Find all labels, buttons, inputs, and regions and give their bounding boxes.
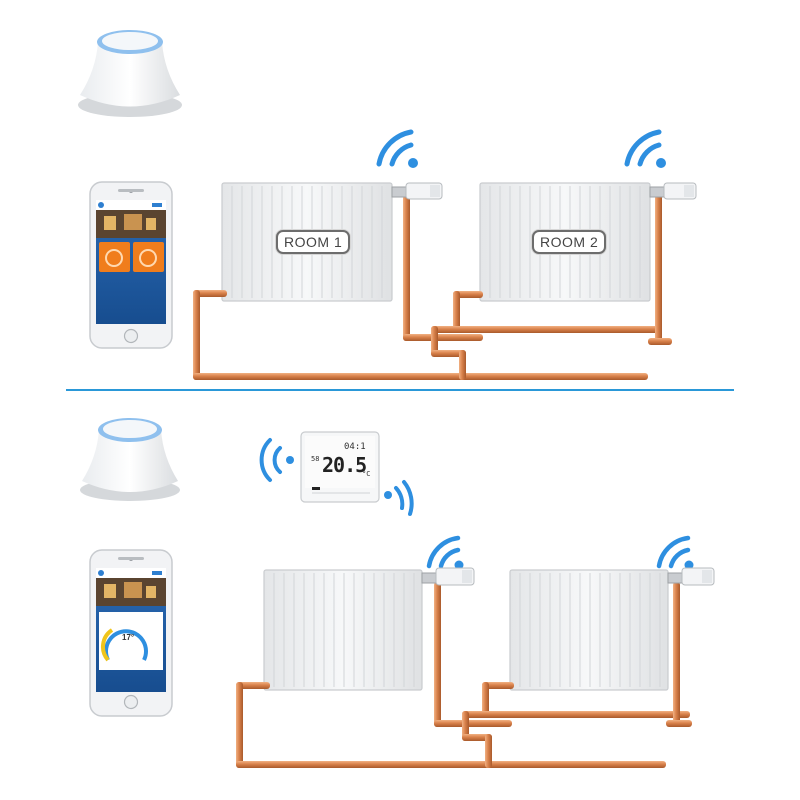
copper-pipe-icon [193,195,672,380]
phone-bottom-icon [89,549,173,717]
radiator-bottom-left [263,569,423,691]
thermostatic-head-icon [421,567,475,586]
copper-pipe-icon [236,582,692,768]
wifi-signal-icon [656,535,694,570]
room-thermostat-icon [300,431,380,503]
thermostatic-head-icon [649,182,697,200]
gateway-top-icon [78,30,182,117]
room-tile-2 [133,242,164,272]
wifi-signal-icon [384,480,414,516]
wifi-signal-icon [259,438,294,482]
radiator-room-1 [221,182,393,302]
thermostatic-head-icon [667,567,715,586]
radiator-room-2 [479,182,651,302]
phone-top-icon [89,181,173,349]
radiator-bottom-right [509,569,669,691]
wifi-signal-icon [426,535,464,570]
gateway-bottom-icon [80,418,180,501]
temperature-dial [104,629,148,661]
wifi-signal-icon [624,129,666,168]
wifi-signal-icon [376,129,418,168]
room-tile-1 [99,242,130,272]
thermostatic-head-icon [391,182,443,200]
